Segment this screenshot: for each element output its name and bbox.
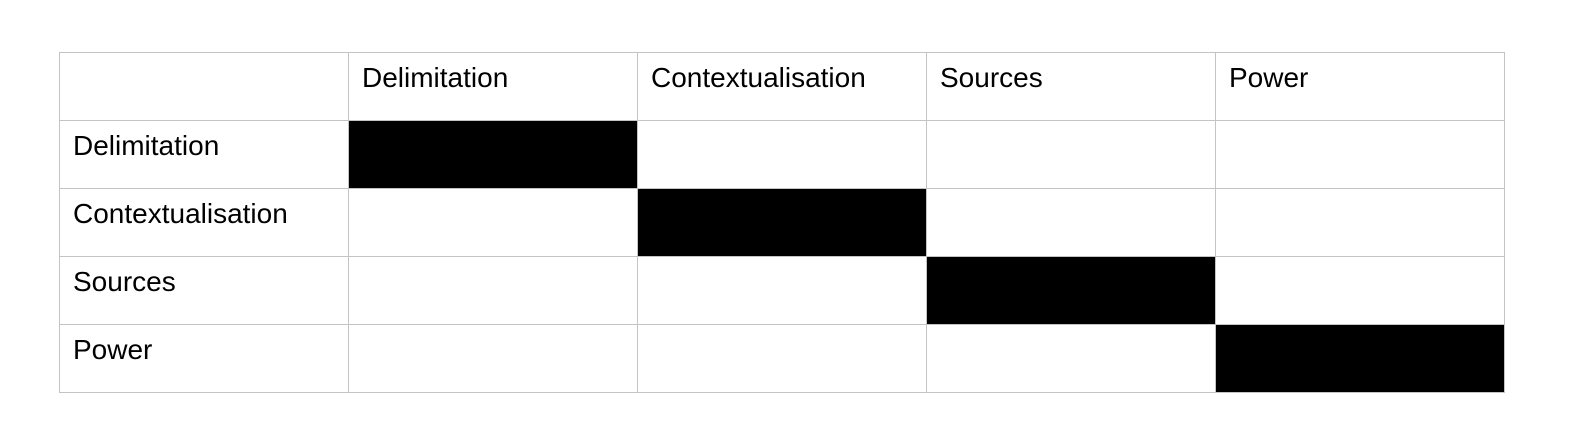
matrix-cell — [348, 324, 638, 393]
matrix-cell — [1215, 256, 1505, 325]
corner-cell — [59, 52, 349, 121]
row-header-delimitation: Delimitation — [59, 120, 349, 189]
matrix-cell — [926, 324, 1216, 393]
matrix-cell — [348, 188, 638, 257]
matrix-cell — [348, 120, 638, 189]
matrix-cell — [637, 188, 927, 257]
table-row-delimitation: Delimitation — [59, 120, 1505, 189]
table-row-contextualisation: Contextualisation — [59, 188, 1505, 257]
row-header-power: Power — [59, 324, 349, 393]
matrix-cell — [1215, 188, 1505, 257]
row-header-contextualisation: Contextualisation — [59, 188, 349, 257]
column-header-delimitation: Delimitation — [348, 52, 638, 121]
matrix-cell — [926, 256, 1216, 325]
matrix-cell — [637, 324, 927, 393]
matrix-cell — [926, 188, 1216, 257]
row-header-sources: Sources — [59, 256, 349, 325]
column-header-power: Power — [1215, 52, 1505, 121]
header-row: Delimitation Contextualisation Sources P… — [59, 52, 1505, 121]
table-row-sources: Sources — [59, 256, 1505, 325]
matrix-cell — [348, 256, 638, 325]
matrix-cell — [926, 120, 1216, 189]
column-header-contextualisation: Contextualisation — [637, 52, 927, 121]
comparison-matrix-table: Delimitation Contextualisation Sources P… — [59, 52, 1505, 393]
matrix-cell — [1215, 324, 1505, 393]
matrix-cell — [637, 256, 927, 325]
column-header-sources: Sources — [926, 52, 1216, 121]
matrix-cell — [637, 120, 927, 189]
table-row-power: Power — [59, 324, 1505, 393]
matrix-cell — [1215, 120, 1505, 189]
